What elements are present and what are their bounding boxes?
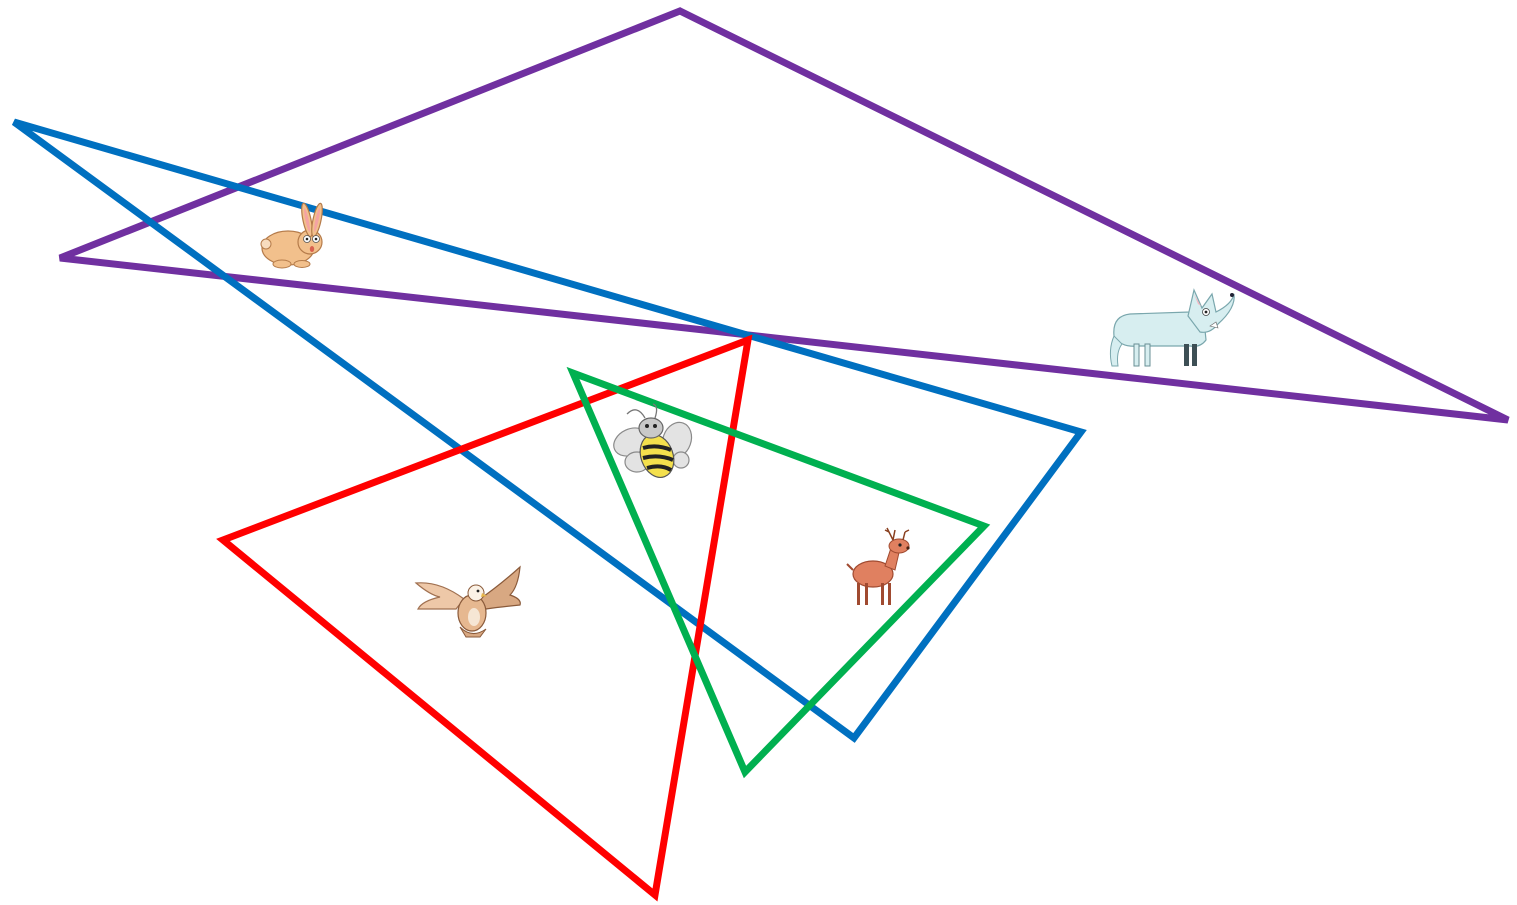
deer-icon	[847, 528, 910, 605]
wolf-icon	[1110, 290, 1234, 366]
eagle-icon	[416, 567, 520, 637]
purple-triangle	[60, 11, 1508, 420]
rabbit-icon	[261, 203, 324, 268]
